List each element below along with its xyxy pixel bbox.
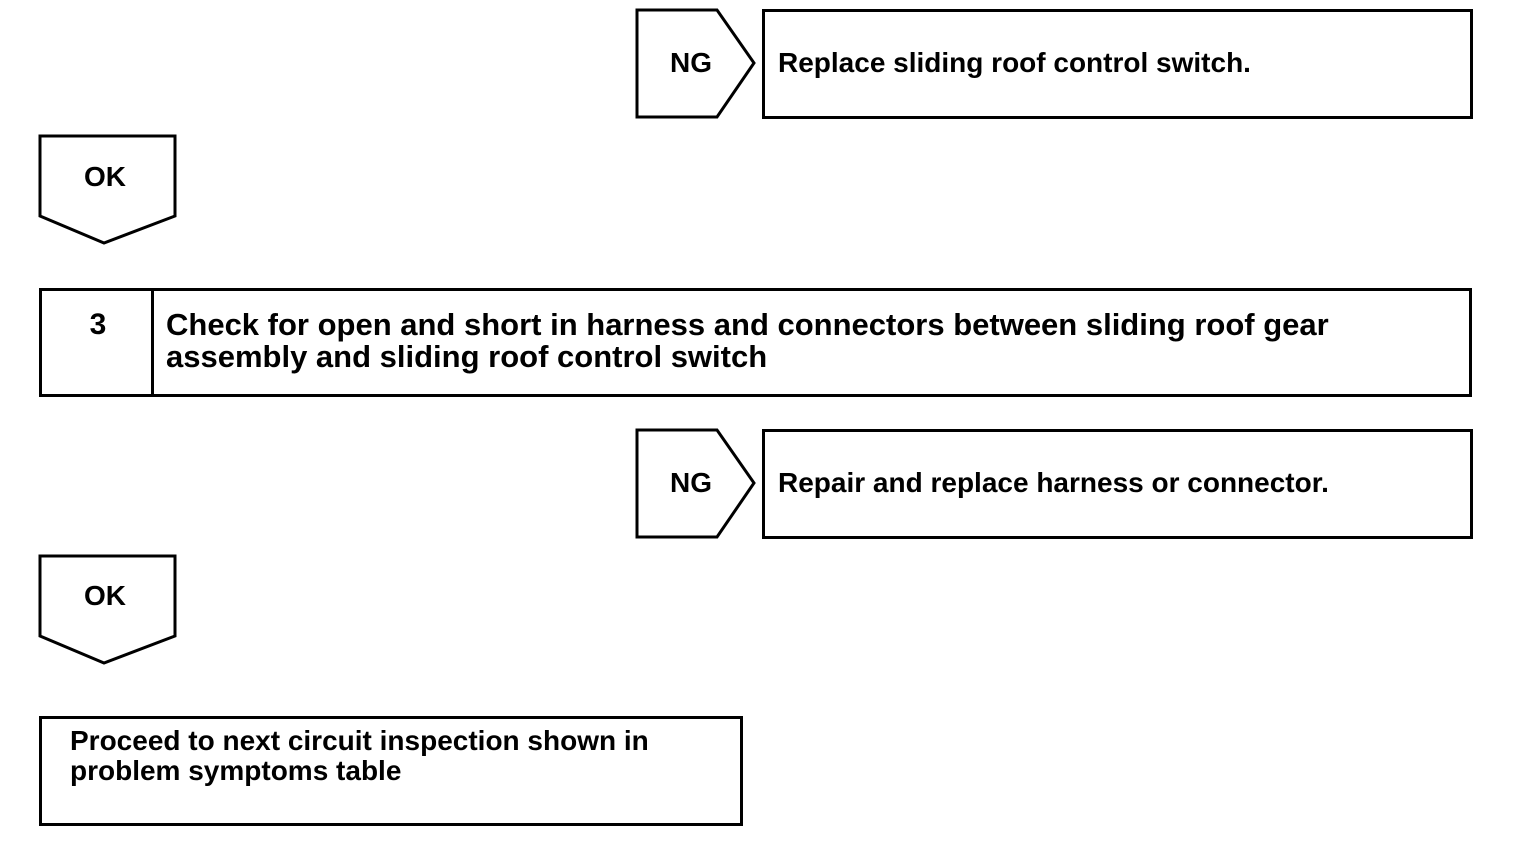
ng-result-box-2 bbox=[762, 429, 1473, 539]
step-3-number: 3 bbox=[89, 308, 107, 341]
ng-result-text-2: Repair and replace harness or connector. bbox=[778, 467, 1329, 498]
ng-label-1: NG bbox=[670, 47, 712, 78]
final-box bbox=[39, 716, 743, 826]
ng-result-box-1 bbox=[762, 9, 1473, 119]
step-3-text: Check for open and short in harness and … bbox=[166, 309, 1329, 373]
final-text-line-2: problem symptoms table bbox=[70, 755, 402, 786]
final-text-line-1: Proceed to next circuit inspection shown… bbox=[70, 725, 649, 756]
step-3-divider bbox=[151, 288, 154, 397]
final-text: Proceed to next circuit inspection shown… bbox=[70, 726, 649, 786]
step-3-text-line-2: assembly and sliding roof control switch bbox=[166, 339, 768, 374]
ng-result-text-1: Replace sliding roof control switch. bbox=[778, 47, 1251, 78]
step-3-text-line-1: Check for open and short in harness and … bbox=[166, 307, 1329, 342]
step-3-box bbox=[39, 288, 1472, 397]
ok-label-1: OK bbox=[84, 161, 126, 192]
ok-label-2: OK bbox=[84, 580, 126, 611]
ng-label-2: NG bbox=[670, 467, 712, 498]
